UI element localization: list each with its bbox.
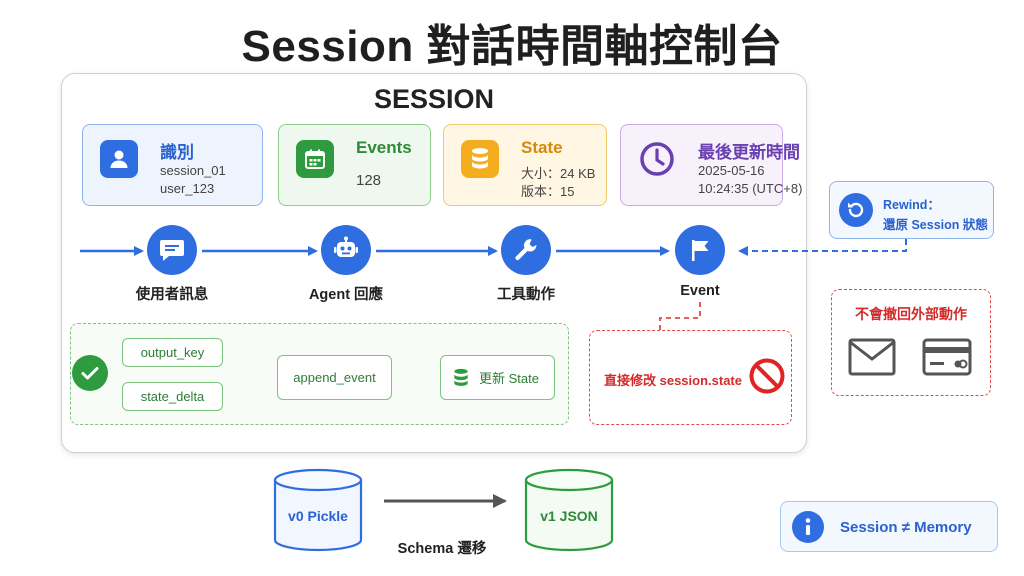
session-id-value: session_01 <box>160 163 226 178</box>
state-version-value: 版本：15 <box>521 184 575 199</box>
last-updated-title: 最後更新時間 <box>698 143 800 162</box>
check-icon <box>72 355 108 391</box>
info-icon <box>792 511 824 543</box>
events-card: Events 128 <box>278 124 431 206</box>
state-delta-pill: state_delta <box>122 382 223 411</box>
v0-storage-icon <box>273 468 363 557</box>
no-entry-icon <box>748 357 786 400</box>
rewind-label: Rewind： <box>883 198 940 212</box>
memory-note-text: Session ≠ Memory <box>840 519 972 536</box>
agent-response-label: Agent 回應 <box>308 287 384 303</box>
append-event-pill: append_event <box>277 355 392 400</box>
v1-storage-icon <box>524 468 614 557</box>
external-actions-box <box>831 289 991 396</box>
events-count: 128 <box>356 172 382 189</box>
events-card-title: Events <box>356 138 412 157</box>
update-state-label: 更新 State <box>479 371 539 386</box>
schema-migration-label: Schema 遷移 <box>397 541 487 557</box>
robot-icon <box>321 225 371 275</box>
credit-card-icon <box>922 338 972 381</box>
user-icon <box>100 140 138 178</box>
session-panel-title: SESSION <box>373 84 495 114</box>
last-updated-card: 最後更新時間 2025-05-16 10:24:35 (UTC+8) <box>620 124 802 206</box>
event-label: Event <box>680 283 720 299</box>
state-card: State 大小：24 KB 版本：15 <box>443 124 607 206</box>
page-title: Session 對話時間軸控制台 <box>241 22 783 71</box>
tool-action-label: 工具動作 <box>497 287 555 303</box>
flag-icon <box>675 225 725 275</box>
state-size-value: 大小：24 KB <box>521 166 596 181</box>
chat-icon <box>147 225 197 275</box>
update-state-pill: 更新 State <box>440 355 555 400</box>
rewind-arrow <box>738 239 907 256</box>
clock-icon <box>638 140 676 178</box>
state-card-title: State <box>521 138 563 157</box>
calendar-icon <box>296 140 334 178</box>
external-actions-title: 不會撤回外部動作 <box>855 306 967 322</box>
last-updated-time: 10:24:35 (UTC+8) <box>698 181 803 196</box>
database-icon <box>461 140 499 178</box>
rewind-description: 還原 Session 狀態 <box>883 218 988 232</box>
forbidden-action-text: 直接修改 session.state <box>604 373 742 388</box>
wrench-icon <box>501 225 551 275</box>
forbidden-action-box <box>589 330 792 425</box>
mail-icon <box>848 338 896 381</box>
database-icon <box>454 368 468 386</box>
event-red-connector <box>659 302 701 330</box>
identity-card: 識別 session_01 user_123 <box>82 124 263 206</box>
user-id-value: user_123 <box>160 181 215 196</box>
last-updated-date: 2025-05-16 <box>698 163 765 178</box>
v0-pickle-label: v0 Pickle <box>288 508 348 524</box>
user-message-label: 使用者訊息 <box>135 287 209 303</box>
v1-json-label: v1 JSON <box>540 508 598 524</box>
rewind-icon <box>839 193 873 227</box>
rewind-box <box>829 181 994 239</box>
identity-card-title: 識別 <box>160 143 194 162</box>
output-key-pill: output_key <box>122 338 223 367</box>
